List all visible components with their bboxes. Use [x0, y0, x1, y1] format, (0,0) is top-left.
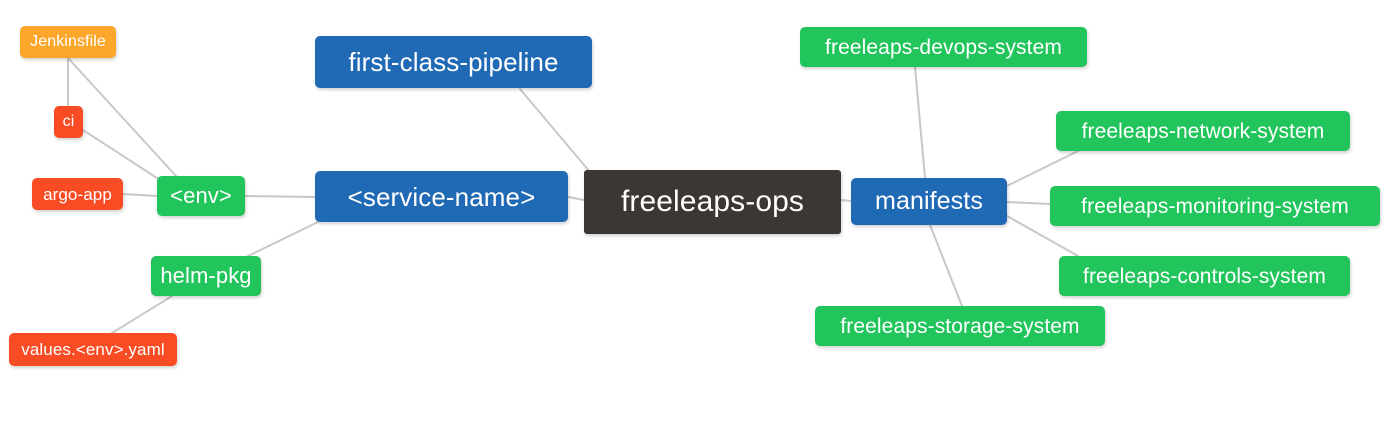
edge-manifests-to-freeleaps-devops-system [914, 66, 926, 179]
node-freeleaps-network-system[interactable]: freeleaps-network-system [1056, 111, 1350, 151]
edge-freeleaps-ops-to-first-class-pipeline [519, 88, 591, 173]
node-service-name[interactable]: <service-name> [315, 171, 568, 222]
node-first-class-pipeline[interactable]: first-class-pipeline [315, 36, 592, 88]
node-jenkinsfile[interactable]: Jenkinsfile [20, 26, 116, 58]
node-argo-app[interactable]: argo-app [32, 178, 123, 210]
node-label: freeleaps-network-system [1081, 119, 1325, 143]
node-label: manifests [875, 187, 983, 215]
node-label: freeleaps-monitoring-system [1081, 194, 1349, 218]
node-label: <env> [170, 183, 232, 208]
edge-manifests-to-freeleaps-monitoring-system [1006, 201, 1051, 205]
node-label: freeleaps-ops [620, 185, 805, 218]
node-label: freeleaps-devops-system [825, 35, 1062, 59]
node-freeleaps-storage-system[interactable]: freeleaps-storage-system [815, 306, 1105, 346]
edge-service-name-to-env [244, 195, 316, 198]
node-helm-pkg[interactable]: helm-pkg [151, 256, 261, 296]
node-label: <service-name> [347, 181, 536, 212]
edge-manifests-to-freeleaps-network-system [1006, 150, 1079, 187]
node-label: freeleaps-storage-system [840, 314, 1080, 338]
node-freeleaps-ops[interactable]: freeleaps-ops [584, 170, 841, 234]
edge-env-to-ci [82, 129, 161, 181]
node-label: first-class-pipeline [348, 47, 559, 77]
edge-service-name-to-helm-pkg [247, 221, 319, 257]
edge-manifests-to-freeleaps-storage-system [929, 224, 963, 307]
edge-freeleaps-ops-to-service-name [567, 196, 585, 201]
node-label: argo-app [43, 184, 112, 204]
node-label: ci [62, 113, 75, 130]
node-label: freeleaps-controls-system [1083, 264, 1326, 288]
node-label: values.<env>.yaml [21, 340, 165, 359]
node-freeleaps-controls-system[interactable]: freeleaps-controls-system [1059, 256, 1350, 296]
node-label: helm-pkg [160, 263, 252, 288]
edge-helm-pkg-to-values-env-yaml [111, 295, 173, 334]
node-env[interactable]: <env> [157, 176, 245, 216]
node-manifests[interactable]: manifests [851, 178, 1007, 225]
edge-env-to-jenkinsfile [67, 57, 177, 177]
node-freeleaps-devops-system[interactable]: freeleaps-devops-system [800, 27, 1087, 67]
node-ci[interactable]: ci [54, 106, 83, 138]
node-label: Jenkinsfile [30, 33, 106, 50]
node-values-env-yaml[interactable]: values.<env>.yaml [9, 333, 177, 366]
edge-env-to-argo-app [122, 193, 158, 197]
node-freeleaps-monitoring-system[interactable]: freeleaps-monitoring-system [1050, 186, 1380, 226]
edge-freeleaps-ops-to-manifests [840, 199, 852, 202]
